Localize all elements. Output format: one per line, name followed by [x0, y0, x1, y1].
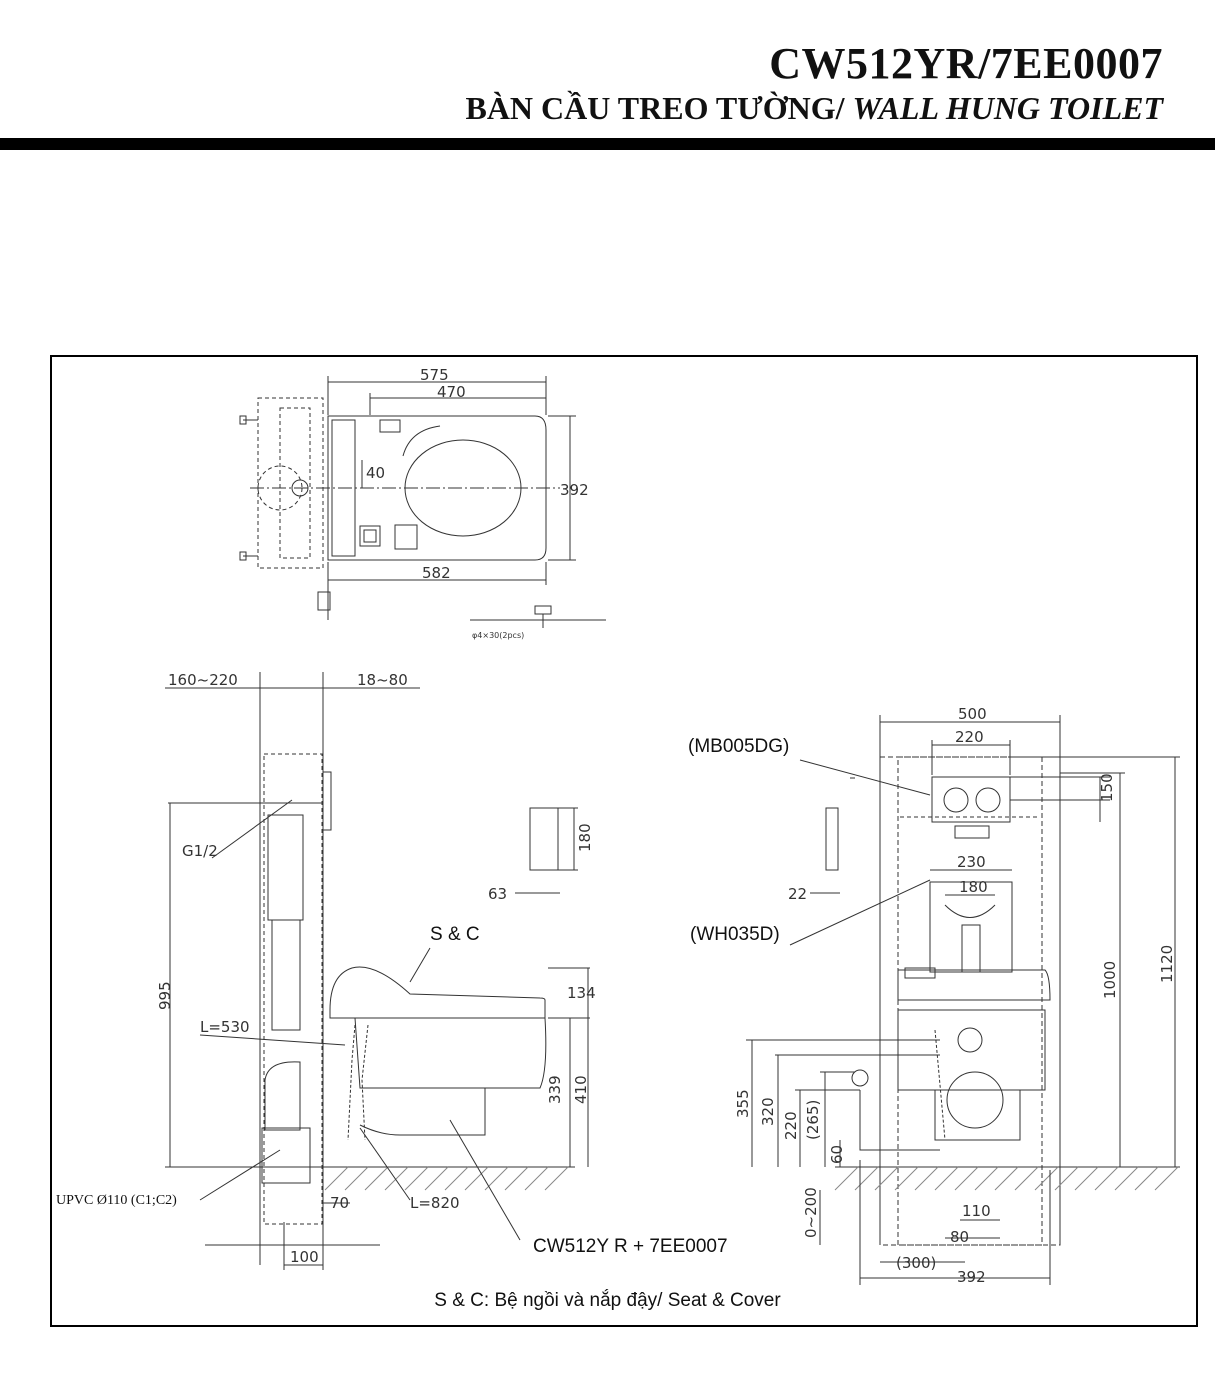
dim-355: 355 [734, 1089, 752, 1118]
dim-410: 410 [572, 1075, 590, 1104]
dim-995: 995 [156, 981, 174, 1010]
dim-392: 392 [560, 481, 589, 499]
dim-0-200: 0~200 [802, 1187, 820, 1238]
dim-180: 180 [959, 878, 988, 896]
dim-134: 134 [567, 984, 596, 1002]
top-view-labels: 575 470 392 40 582 φ4×30(2pcs) [366, 366, 589, 640]
caption: S & C: Bệ ngồi và nắp đậy/ Seat & Cover [434, 1290, 781, 1311]
l820-label: L=820 [410, 1194, 460, 1212]
dim-220b: 220 [782, 1111, 800, 1140]
side-view [165, 672, 590, 1270]
drawing-frame [50, 355, 1198, 1327]
dim-339: 339 [546, 1075, 564, 1104]
dim-470: 470 [437, 383, 466, 401]
l530-label: L=530 [200, 1018, 250, 1036]
dim-392-front: 392 [957, 1268, 986, 1286]
dim-150: 150 [1098, 773, 1116, 802]
dim-320: 320 [759, 1097, 777, 1126]
dim-220: 220 [955, 728, 984, 746]
dim-582: 582 [422, 564, 451, 582]
dim-160-220: 160~220 [168, 671, 238, 689]
dim-70: 70 [330, 1194, 349, 1212]
g12-label: G1/2 [182, 842, 218, 860]
remote-dim-180: 180 [576, 823, 594, 852]
dim-500: 500 [958, 705, 987, 723]
remote-dim-63: 63 [488, 885, 507, 903]
dim-100: 100 [290, 1248, 319, 1266]
front-view-labels: (MB005DG) (WH035D) 500 220 150 230 180 2… [688, 705, 1176, 1286]
front-view [746, 715, 1180, 1285]
dim-60: 60 [828, 1145, 846, 1164]
dim-300: (300) [896, 1254, 936, 1272]
dim-80: 80 [950, 1228, 969, 1246]
product-subtitle: BÀN CẦU TREO TƯỜNG/ WALL HUNG TOILET [465, 90, 1163, 126]
model-label: CW512Y R + 7EE0007 [533, 1236, 728, 1257]
seat-cover-label: S & C [430, 924, 480, 945]
dim-575: 575 [420, 366, 449, 384]
dim-18-80: 18~80 [357, 671, 408, 689]
header-rule [0, 138, 1215, 150]
dim-40: 40 [366, 464, 385, 482]
dim-230: 230 [957, 853, 986, 871]
upvc-label: UPVC Ø110 (C1;C2) [56, 1193, 177, 1208]
mb005dg-label: (MB005DG) [688, 736, 789, 757]
wh035d-label: (WH035D) [690, 924, 780, 945]
top-view [239, 376, 606, 628]
dim-22: 22 [788, 885, 807, 903]
screw-note: φ4×30(2pcs) [472, 631, 524, 640]
side-view-labels: 160~220 18~80 G1/2 995 L=530 S & C 134 3… [56, 671, 728, 1266]
model-title: CW512YR/7EE0007 [769, 39, 1163, 88]
dim-265: (265) [804, 1100, 822, 1140]
dim-1120: 1120 [1158, 945, 1176, 983]
dim-1000: 1000 [1101, 961, 1119, 999]
dim-110: 110 [962, 1202, 991, 1220]
